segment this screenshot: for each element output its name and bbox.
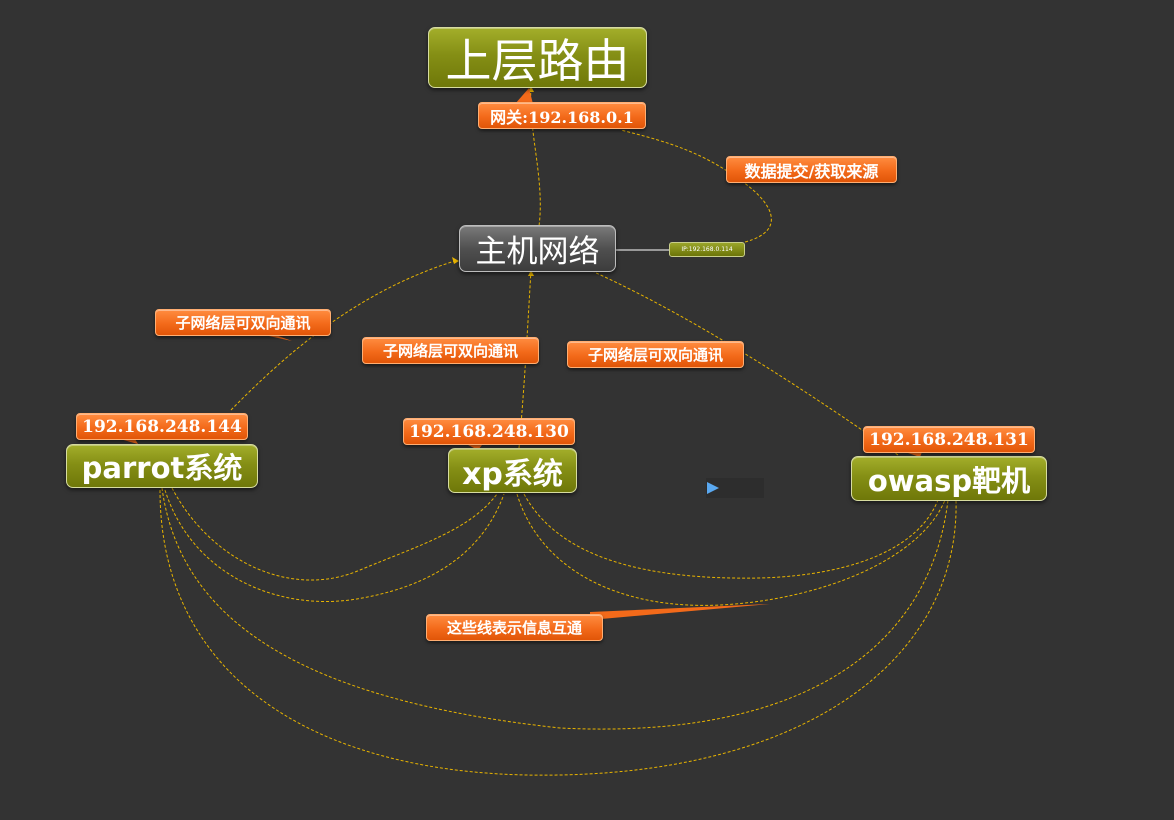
subnet-left-tag[interactable]: 子网络层可双向通讯 [155, 309, 331, 336]
pointer-interconnect [590, 604, 770, 620]
subnet-left-tag-label: 子网络层可双向通讯 [175, 314, 311, 332]
link-parrot-xp-2 [164, 489, 505, 602]
parrot-node[interactable]: parrot系统 [66, 444, 258, 488]
subnet-mid-tag[interactable]: 子网络层可双向通讯 [362, 337, 539, 364]
router-node[interactable]: 上层路由 [428, 27, 647, 88]
interconnect-tag-label: 这些线表示信息互通 [446, 619, 582, 637]
play-control[interactable] [706, 478, 764, 498]
gateway-tag-label: 网关:192.168.0.1 [490, 107, 634, 127]
ip-parrot-tag-label: 192.168.248.144 [82, 416, 242, 437]
ip-xp-tag[interactable]: 192.168.248.130 [403, 418, 575, 445]
owasp-node[interactable]: owasp靶机 [851, 456, 1047, 501]
subnet-right-tag-label: 子网络层可双向通讯 [587, 346, 723, 364]
data-source-tag-label: 数据提交/获取来源 [744, 161, 879, 181]
interconnect-tag[interactable]: 这些线表示信息互通 [426, 614, 603, 641]
host-network-node[interactable]: 主机网络 [459, 225, 616, 272]
link-router-host [530, 87, 541, 227]
arrowhead-host-left [452, 257, 459, 264]
arrowhead-host-bottom [528, 270, 534, 276]
link-parrot-owasp-1 [161, 487, 949, 730]
gateway-tag[interactable]: 网关:192.168.0.1 [478, 102, 646, 129]
host-network-node-label: 主机网络 [475, 234, 600, 270]
ip-owasp-tag[interactable]: 192.168.248.131 [863, 426, 1035, 453]
link-host-data-source [620, 129, 772, 243]
parrot-node-label: parrot系统 [81, 451, 243, 485]
link-xp-owasp-2 [516, 493, 946, 606]
host-ip-tag[interactable]: IP:192.168.0.114 [669, 242, 745, 257]
ip-parrot-tag[interactable]: 192.168.248.144 [76, 413, 248, 440]
link-parrot-xp-1 [171, 487, 498, 581]
link-xp-owasp-1 [523, 493, 939, 579]
pointer-ip-owasp [905, 452, 922, 457]
pointer-ip-parrot [120, 439, 138, 444]
subnet-mid-tag-label: 子网络层可双向通讯 [382, 342, 518, 360]
xp-node[interactable]: xp系统 [448, 448, 577, 493]
play-triangle-icon [707, 482, 719, 494]
xp-node-label: xp系统 [462, 456, 563, 492]
ip-xp-tag-label: 192.168.248.130 [409, 421, 569, 442]
ip-owasp-tag-label: 192.168.248.131 [869, 429, 1029, 450]
link-parrot-owasp-2 [159, 489, 957, 776]
pointer-gateway [515, 88, 533, 104]
router-node-label: 上层路由 [445, 33, 630, 88]
host-ip-tag-label: IP:192.168.0.114 [681, 246, 733, 253]
owasp-node-label: owasp靶机 [867, 463, 1031, 498]
data-source-tag[interactable]: 数据提交/获取来源 [726, 156, 897, 183]
subnet-right-tag[interactable]: 子网络层可双向通讯 [567, 341, 744, 368]
